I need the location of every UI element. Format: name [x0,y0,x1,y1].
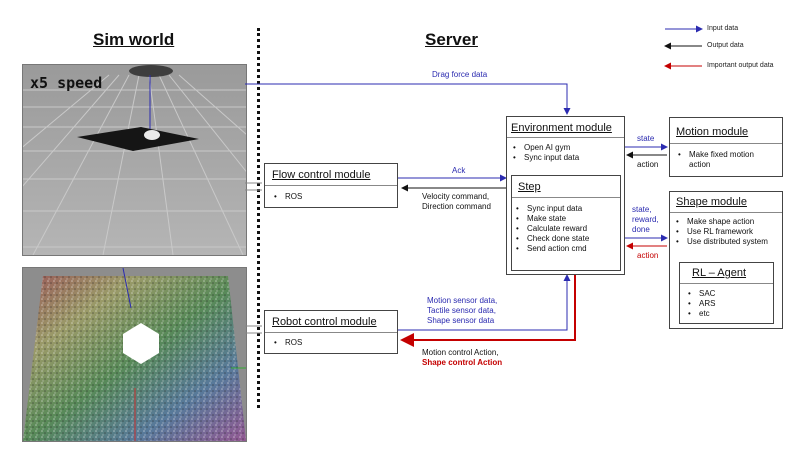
shape-control-action-label: Shape control Action [422,358,503,367]
shape-items: Make shape action Use RL framework Use d… [674,217,776,247]
flow-control-items: ROS [272,192,302,202]
motion-control-action-label: Motion control Action, [422,348,499,357]
environment-divider [507,137,624,138]
sim-hexagon-object [123,323,159,364]
step-divider [512,197,620,198]
list-item: Make fixed motion action [676,150,776,170]
environment-title: Environment module [511,122,612,134]
list-item: ARS [686,299,715,309]
shape-divider [670,212,782,213]
shape-action-label: action [637,251,659,260]
motion-title: Motion module [676,126,749,138]
sim-world-heading: Sim world [93,30,175,49]
control-action-arrow [400,275,576,347]
direction-command-label: Direction command [422,202,491,211]
sim-panel-top: x5 speed [22,64,247,256]
shape-title: Shape module [676,196,747,208]
motion-state-label: state [637,134,655,143]
environment-items: Open AI gym Sync input data [511,143,579,163]
list-item: Open AI gym [511,143,579,153]
robot-control-title: Robot control module [272,316,377,328]
motion-module: Motion module Make fixed motion action [669,117,783,177]
list-item: etc [686,309,715,319]
list-item: ROS [272,192,302,202]
list-item: ROS [272,338,302,348]
drag-force-label: Drag force data [432,70,488,79]
list-item: Check done state [514,234,589,244]
shape-done-label: done [632,225,650,234]
environment-module: Environment module Open AI gym Sync inpu… [506,116,625,275]
sim-panel-top-render [23,65,246,255]
motion-items: Make fixed motion action [676,150,776,170]
speed-label: x5 speed [30,74,103,92]
list-item: Calculate reward [514,224,589,234]
motion-divider [670,143,782,144]
flow-control-module: Flow control module ROS [264,163,398,208]
sim-object-top [129,65,173,77]
rl-agent-divider [680,283,773,284]
sim-fluid-patch [77,127,199,151]
rl-agent-module: RL – Agent SAC ARS etc [679,262,774,324]
rl-agent-items: SAC ARS etc [686,289,715,319]
drag-force-arrow [245,83,571,115]
robot-control-items: ROS [272,338,302,348]
motion-sensor-label: Motion sensor data, [427,296,498,305]
list-item: Sync input data [514,204,589,214]
list-item: Use RL framework [674,227,776,237]
tactile-sensor-label: Tactile sensor data, [427,306,496,315]
list-item: Make state [514,214,589,224]
sensor-data-arrow [398,274,571,331]
sim-robot [144,130,160,140]
step-module: Step Sync input data Make state Calculat… [511,175,621,271]
robot-control-divider [265,332,397,333]
ack-label: Ack [452,166,466,175]
shape-reward-label: reward, [632,215,659,224]
rl-agent-title: RL – Agent [692,267,747,279]
list-item: Send action cmd [514,244,589,254]
shape-module: Shape module Make shape action Use RL fr… [669,191,783,329]
list-item: Use distributed system [674,237,776,247]
list-item: Make shape action [674,217,776,227]
flow-control-title: Flow control module [272,169,371,181]
shape-state-label: state, [632,205,652,214]
step-items: Sync input data Make state Calculate rew… [514,204,589,254]
legend-input-label: Input data [707,25,739,32]
legend-important-label: Important output data [707,62,774,69]
list-item: SAC [686,289,715,299]
legend-output-label: Output data [707,42,744,49]
velocity-command-label: Velocity command, [422,192,490,201]
divider-line [257,28,260,408]
sim-panel-bottom-render [23,268,246,441]
sim-panel-bottom [22,267,247,442]
server-heading: Server [425,30,478,49]
robot-control-module: Robot control module ROS [264,310,398,354]
motion-action-label: action [637,160,659,169]
step-title: Step [518,181,541,193]
list-item: Sync input data [511,153,579,163]
shape-sensor-label: Shape sensor data [427,316,495,325]
flow-control-divider [265,185,397,186]
